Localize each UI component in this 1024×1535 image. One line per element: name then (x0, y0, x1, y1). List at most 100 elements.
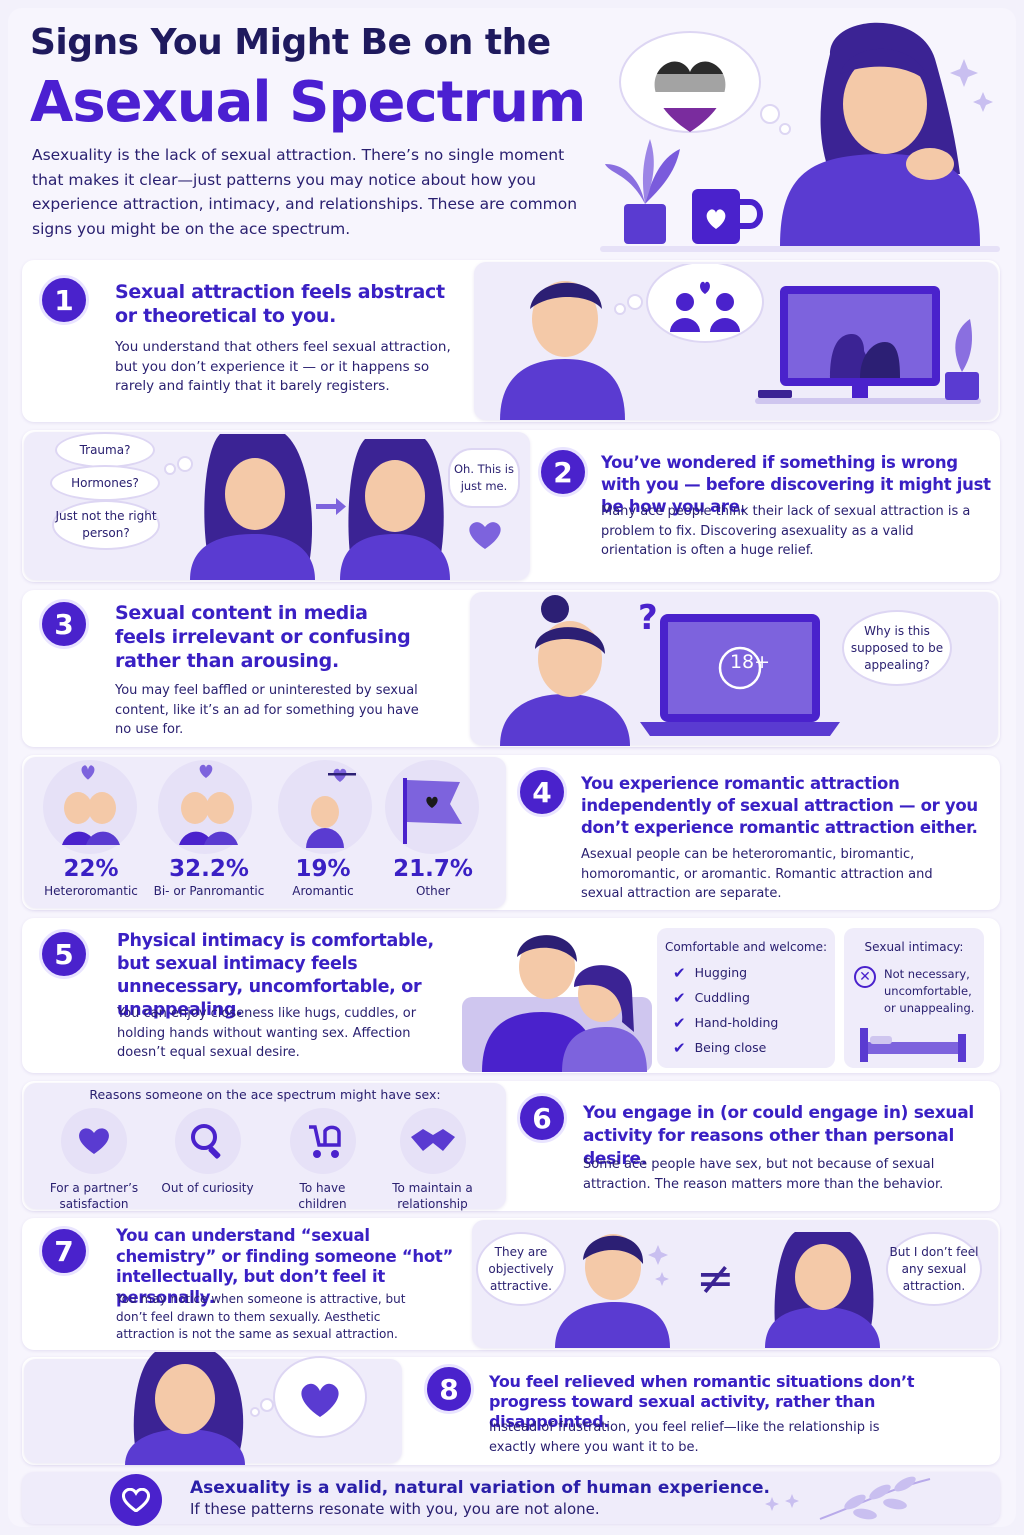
footer-heart-icon (110, 1474, 162, 1526)
sign-1-number: 1 (39, 275, 89, 325)
bubble-objectively-attractive: They are objectively attractive. (476, 1232, 566, 1306)
sign-1-heading: Sexual attraction feels abstract or theo… (115, 281, 445, 327)
bubble-hormones: Hormones? (50, 465, 160, 501)
stat-label: Heteroromantic (44, 884, 138, 898)
check-being-close: ✔ Being close (673, 1035, 835, 1060)
check-cuddling: ✔ Cuddling (673, 985, 835, 1010)
sign-3-illustration (500, 595, 840, 746)
stat-value: 32.2% (169, 856, 249, 882)
tv-monitor-icon (755, 286, 981, 404)
check-hand-holding: ✔ Hand-holding (673, 1010, 835, 1035)
check-label: Cuddling (694, 990, 750, 1005)
sign-7-body: You may notice when someone is attractiv… (116, 1292, 406, 1341)
sign-5-heading: Physical intimacy is comfortable, but se… (117, 931, 434, 1020)
stroller-icon (289, 1108, 356, 1174)
potted-plant-icon (945, 319, 979, 400)
arrow-right-icon (316, 498, 346, 515)
heart-icon (61, 1108, 127, 1174)
sign-3-body: You may feel baffled or uninterested by … (115, 683, 419, 737)
sign-1-illustration (500, 264, 981, 420)
header-illustration (600, 22, 1000, 252)
sign-5-body: You can enjoy closeness like hugs, cuddl… (117, 1006, 417, 1060)
sexual-intimacy-text: Not necessary, uncomfortable, or unappea… (884, 967, 975, 1015)
stat-label: Aromantic (292, 884, 354, 898)
heart-icon (301, 1383, 339, 1417)
sign-4-number: 4 (517, 767, 567, 817)
bubble-just-me: Oh. This is just me. (448, 448, 520, 508)
reasons-title: Reasons someone on the ace spectrum migh… (89, 1087, 441, 1102)
stat-label: Other (415, 884, 451, 898)
heart-icon (469, 522, 501, 549)
comfortable-box: Comfortable and welcome: ✔ Hugging ✔ Cuddl… (657, 928, 835, 1068)
stat-panromantic: 32.2% Bi- or Panromantic (145, 856, 273, 898)
title-line-1: Signs You Might Be on the (30, 22, 551, 63)
bubble-trauma: Trauma? (55, 432, 155, 468)
sign-7-heading: You can understand “sexual chemistry” or… (116, 1226, 454, 1307)
check-label: Hand-holding (694, 1015, 779, 1030)
check-label: Being close (694, 1040, 767, 1055)
sign-3-heading: Sexual content in media feels irrelevant… (115, 602, 411, 672)
reason-children: To have children (275, 1108, 370, 1212)
stat-heteroromantic: 22% Heteroromantic (35, 856, 147, 898)
stat-value: 19% (295, 856, 351, 882)
check-icon: ✔ (673, 988, 686, 1007)
bed-icon (860, 1028, 966, 1062)
leaf-sprig-icon (765, 1476, 931, 1520)
sign-8-heading: You feel relieved when romantic situatio… (489, 1372, 915, 1431)
sign-2-body: Many ace people think their lack of sexu… (601, 504, 971, 558)
bubble-right-person: Just not the right person? (52, 500, 160, 550)
sexual-intimacy-title: Sexual intimacy: (864, 940, 964, 954)
stat-other: 21.7% Other (383, 856, 483, 898)
reason-curiosity: Out of curiosity (160, 1108, 255, 1196)
sign-6-number: 6 (517, 1093, 567, 1143)
check-icon: ✔ (673, 1038, 686, 1057)
sign-8-number: 8 (424, 1364, 474, 1414)
magnifier-icon (174, 1108, 241, 1174)
sign-6-body: Some ace people have sex, but not becaus… (583, 1157, 944, 1192)
sexual-intimacy-box: Sexual intimacy: ✕ Not necessary, uncomf… (844, 928, 984, 1068)
footer-line-2: If these patterns resonate with you, you… (190, 1500, 600, 1518)
sign-2-illustration (164, 434, 501, 580)
sign-1-body: You understand that others feel sexual a… (115, 339, 451, 394)
bubble-no-attraction: But I don’t feel any sexual attraction. (886, 1232, 982, 1306)
reason-partner: For a partner’s satisfaction (44, 1108, 144, 1212)
footer-banner (22, 1472, 1000, 1524)
stat-value: 22% (63, 856, 119, 882)
question-mark-icon: ? (638, 598, 658, 638)
laptop-icon (640, 614, 840, 736)
not-equal-icon: ≠ (696, 1251, 735, 1305)
reason-label: Out of curiosity (161, 1181, 254, 1195)
check-hugging: ✔ Hugging (673, 960, 835, 985)
stat-aromantic: 19% Aromantic (272, 856, 374, 898)
sign-4-body: Asexual people can be heteroromantic, bi… (581, 847, 933, 901)
sign-4-heading: You experience romantic attraction indep… (581, 774, 978, 837)
intro-text: Asexuality is the lack of sexual attract… (32, 146, 578, 238)
check-label: Hugging (694, 965, 748, 980)
cuddling-couple-illustration (462, 935, 652, 1072)
sign-7-number: 7 (39, 1226, 89, 1276)
x-circle-icon: ✕ (854, 966, 876, 988)
stats-icons-art (62, 764, 462, 848)
check-icon: ✔ (673, 963, 686, 982)
sign-8-body: Instead of frustration, you feel relief—… (489, 1420, 880, 1455)
screen-18-plus: 18+ (729, 651, 771, 673)
sign-5-number: 5 (39, 929, 89, 979)
sign-6-heading: You engage in (or could engage in) sexua… (583, 1103, 974, 1169)
bubble-why-appealing: Why is this supposed to be appealing? (842, 610, 952, 686)
title-line-2: Asexual Spectrum (30, 70, 586, 135)
handshake-icon (399, 1108, 466, 1174)
reason-label: To have children (298, 1181, 347, 1211)
comfortable-title: Comfortable and welcome: (664, 940, 828, 954)
sign-2-number: 2 (538, 447, 588, 497)
reason-label: For a partner’s satisfaction (49, 1181, 139, 1211)
stat-label: Bi- or Panromantic (153, 884, 265, 898)
sign-7-illustration (555, 1232, 880, 1348)
check-icon: ✔ (673, 1013, 686, 1032)
sign-2-heading: You’ve wondered if something is wrong wi… (601, 453, 991, 516)
reason-relationship: To maintain a relationship (385, 1108, 480, 1212)
two-people-icon (670, 281, 740, 332)
footer-text: Asexuality is a valid, natural variation… (190, 1478, 770, 1518)
footer-line-1: Asexuality is a valid, natural variation… (190, 1478, 770, 1498)
stat-value: 21.7% (393, 856, 473, 882)
reason-label: To maintain a relationship (392, 1181, 473, 1211)
